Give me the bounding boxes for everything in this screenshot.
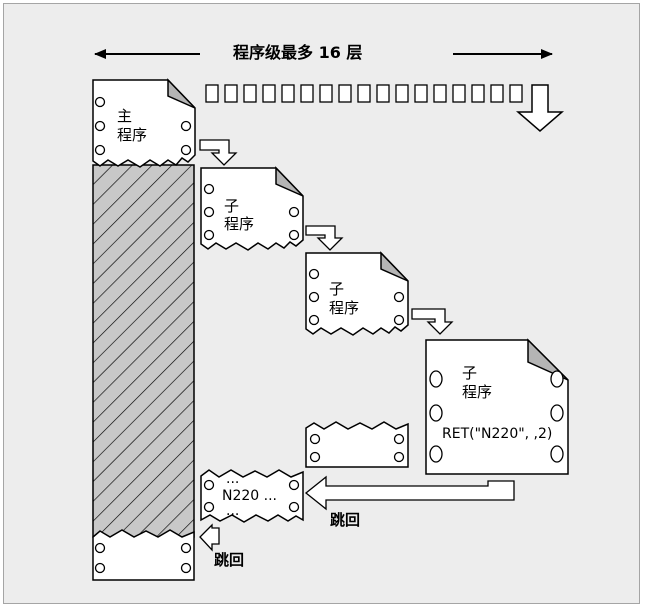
subprogram-1-label-2: 程序	[224, 215, 255, 233]
return-block-sheet	[200, 469, 304, 523]
subprogram-fragment-sheet	[305, 421, 409, 468]
down-arrow-large	[515, 84, 565, 132]
call-arrow-2	[305, 225, 344, 251]
main-program-label-1: 主	[117, 107, 133, 125]
return-block-line-3: ...	[226, 503, 240, 519]
subprogram-sheet-3	[425, 338, 569, 475]
subprogram-sheet-2	[305, 251, 409, 336]
subprogram-sheet-1	[200, 166, 304, 251]
call-arrow-1	[199, 139, 238, 166]
main-program-label-2: 程序	[117, 126, 148, 144]
return-block-line-2: N220 ...	[222, 488, 277, 504]
subprogram-2-label-2: 程序	[329, 299, 360, 317]
return-block-line-1: ...	[226, 471, 240, 487]
jump-back-label-2: 跳回	[214, 551, 245, 569]
ret-code-text: RET("N220", ,2)	[442, 426, 553, 442]
subprogram-3-label-1: 子	[462, 364, 478, 382]
subprogram-2-label-1: 子	[329, 280, 345, 298]
main-program-bottom-sheet	[92, 529, 195, 581]
subprogram-3-label-2: 程序	[462, 383, 493, 401]
subprogram-1-label-1: 子	[224, 197, 240, 215]
return-arrow-short	[199, 523, 220, 552]
level-squares	[205, 84, 523, 103]
main-program-sheet	[92, 78, 196, 168]
jump-back-label-1: 跳回	[330, 511, 361, 529]
call-arrow-3	[411, 308, 454, 335]
main-program-bar	[92, 164, 195, 538]
diagram-title: 程序级最多 16 层	[233, 43, 363, 62]
return-arrow-long	[304, 475, 515, 511]
